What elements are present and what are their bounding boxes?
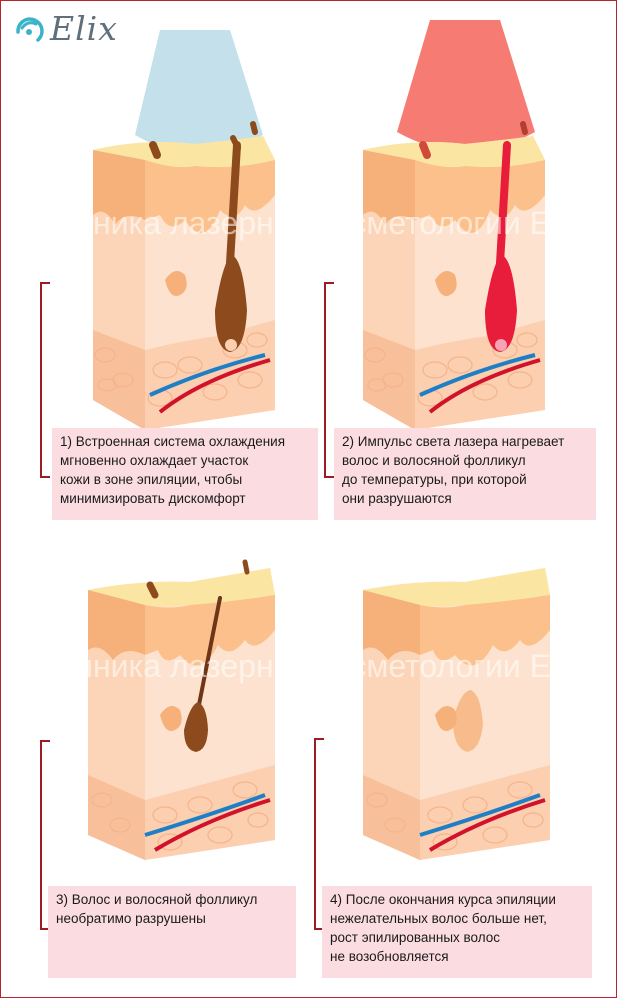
illustration-laser <box>363 20 545 430</box>
laser-beam <box>397 20 535 151</box>
illustration-destroyed <box>88 559 275 860</box>
bracket-step-3 <box>40 740 50 930</box>
destroyed-hair-shaft <box>195 596 222 717</box>
illustration-result <box>363 568 550 860</box>
illustration-cooling <box>93 30 275 430</box>
bracket-step-1 <box>40 282 50 478</box>
caption-step-3: 3) Волос и волосяной фолликул необратимо… <box>48 886 296 978</box>
caption-step-2: 2) Импульс света лазера нагревает волос … <box>334 428 596 520</box>
caption-step-1: 1) Встроенная система охлаждения мгновен… <box>52 428 318 520</box>
brand-logo: Elix <box>12 8 118 48</box>
destroyed-hair-follicle <box>184 702 208 752</box>
caption-step-4: 4) После окончания курса эпиляции нежела… <box>322 886 592 978</box>
cooling-beam <box>135 30 263 153</box>
elix-logo-icon <box>16 17 44 42</box>
hair-follicle <box>215 255 247 352</box>
empty-follicle <box>453 690 483 752</box>
bracket-step-2 <box>324 282 334 478</box>
brand-name: Elix <box>50 8 118 48</box>
heated-hair-follicle <box>485 255 517 352</box>
bracket-step-4 <box>314 738 324 930</box>
